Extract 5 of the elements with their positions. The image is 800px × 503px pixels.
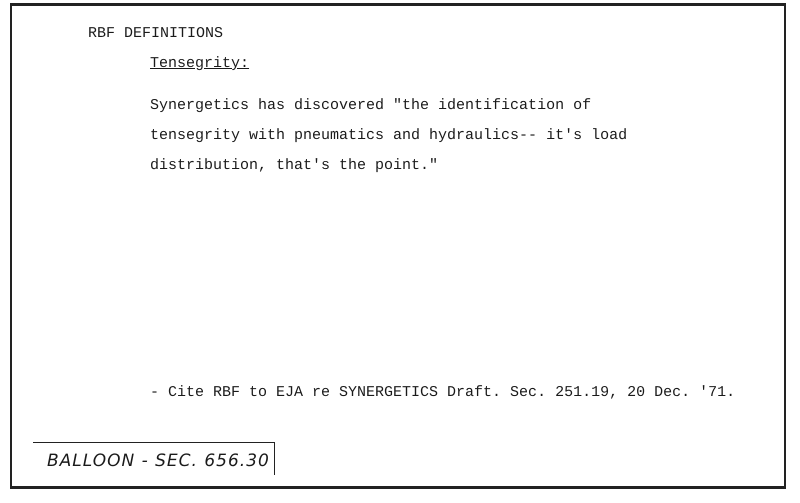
term-heading: Tensegrity:	[150, 55, 250, 72]
handwritten-note-box: BALLOON - SEC. 656.30	[33, 442, 275, 475]
heading: RBF DEFINITIONS	[88, 25, 224, 42]
definition-text: Synergetics has discovered "the identification of tensegrity with pneumatics and hydraulics-- it's load distribution, that's the point."	[150, 96, 628, 176]
citation-text: - Cite RBF to EJA re SYNERGETICS Draft. Sec. 251.19, 20 Dec. '71.	[150, 384, 736, 401]
